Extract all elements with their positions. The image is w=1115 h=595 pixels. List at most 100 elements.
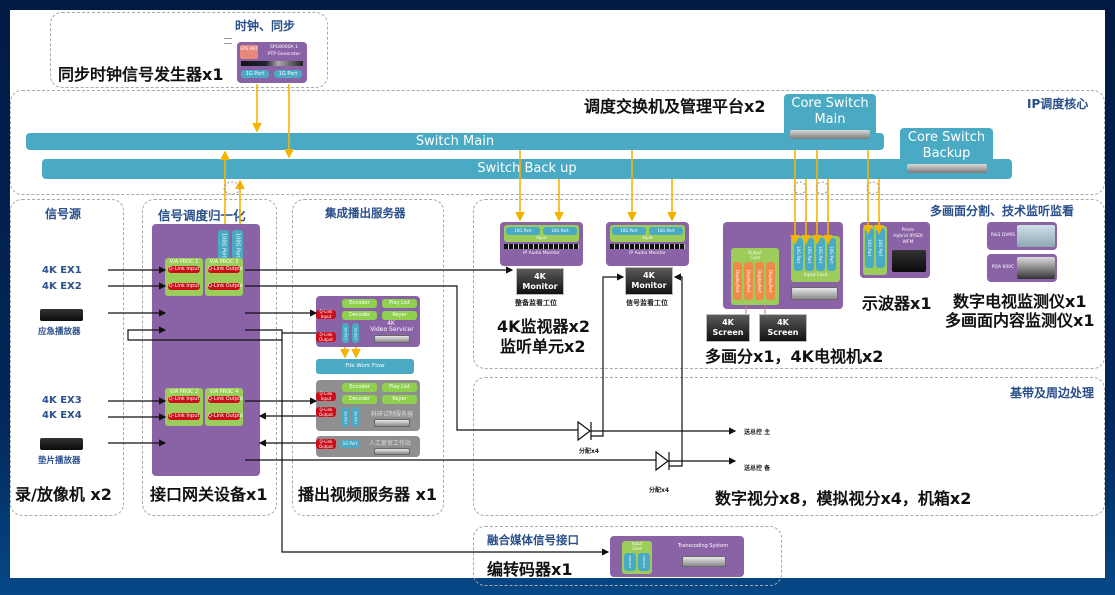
vs-port-1[interactable]: 1G Port bbox=[342, 323, 349, 343]
ip-core-section bbox=[10, 90, 1105, 195]
audio-monitor-2[interactable]: 10G Port 10G Port Input IP Audio Monitor bbox=[606, 222, 689, 266]
mv-displayport-3[interactable]: DisplayPort bbox=[755, 262, 764, 300]
rs-port-2[interactable]: 1G Port bbox=[352, 407, 359, 427]
scope-name-2: Hybrid IP/SDI bbox=[893, 234, 923, 239]
proc-name: V/A PROC 3 bbox=[209, 259, 239, 265]
gps-antenna-label: GPS ANT bbox=[240, 45, 258, 59]
tc-port-2[interactable]: 10G Port bbox=[638, 553, 650, 571]
mv-10g-port-4[interactable]: 10G Port bbox=[827, 238, 836, 271]
vs-qlink-output[interactable]: Q-Link Output bbox=[316, 332, 336, 342]
am2-input-label: Input bbox=[642, 235, 653, 240]
rs-decoder: Decoder bbox=[342, 395, 377, 404]
scope-port-2[interactable]: 10G Port bbox=[876, 228, 885, 268]
mv-10g-port-2[interactable]: 10G Port bbox=[805, 238, 814, 271]
qlink-input-port[interactable]: Q-Link Input bbox=[168, 413, 200, 420]
tc-input-label-1: Input bbox=[631, 541, 643, 546]
audio-monitor-1[interactable]: 10G Port 10G Port Input IP Audio Monitor bbox=[500, 222, 583, 266]
core-switch-backup[interactable]: Core Switch Backup bbox=[900, 128, 993, 179]
s1-line1: 4K bbox=[722, 318, 734, 327]
playout-title: 集成播出服务器 bbox=[325, 206, 406, 220]
am1-port-1[interactable]: 10G Port bbox=[506, 227, 540, 235]
rw-title: 人工复审工作站 bbox=[368, 440, 411, 447]
qlink-input-port[interactable]: Q-Link Input bbox=[168, 396, 200, 403]
monitor-2-caption: 信号监看工位 bbox=[626, 299, 668, 307]
core-backup-line1: Core Switch bbox=[907, 130, 986, 145]
analyzer-dvms[interactable]: R&S DVMS bbox=[987, 222, 1057, 250]
s2-line2: Screen bbox=[767, 328, 799, 337]
review-workstation[interactable]: Q-Link Output 1G Port 人工复审工作站 bbox=[316, 436, 420, 457]
mv-displayport-1[interactable]: DisplayPort bbox=[733, 262, 742, 300]
ip-core-title: IP调度核心 bbox=[1027, 97, 1089, 111]
rs-title: 科研试制服务器 bbox=[370, 411, 413, 418]
am2-panel bbox=[610, 244, 685, 249]
core-main-line2: Main bbox=[814, 112, 846, 127]
qlink-output-port[interactable]: Q-Link Output bbox=[208, 283, 244, 290]
research-server[interactable]: Encoder Play List Decoder Keyer Q-Link I… bbox=[316, 380, 420, 431]
proc-name: V/A PROC 1 bbox=[169, 259, 199, 265]
mv-10g-port-1[interactable]: 10G Port bbox=[794, 238, 803, 271]
qlink-output-port[interactable]: Q-Link Output bbox=[208, 396, 244, 403]
rs-keyer: Keyer bbox=[382, 395, 417, 404]
rs-qlink-output[interactable]: Q-Link Output bbox=[316, 407, 336, 417]
waveform-scope[interactable]: 10G Port 10G Port Prism Hybrid IP/SDI WF… bbox=[860, 222, 930, 278]
am2-port-1[interactable]: 10G Port bbox=[612, 227, 646, 235]
ptp-port-2[interactable]: 1G Port bbox=[274, 70, 302, 78]
vs-encoder: Encoder bbox=[342, 299, 377, 308]
signal-source-summary: 录/放像机 x2 bbox=[15, 485, 112, 504]
am1-port-2[interactable]: 10G Port bbox=[543, 227, 577, 235]
signal-source-section bbox=[10, 199, 124, 516]
rw-port[interactable]: 1G Port bbox=[340, 440, 360, 448]
signal-norm-title: 信号调度归一化 bbox=[158, 208, 246, 223]
mv-displayport-2[interactable]: DisplayPort bbox=[744, 262, 753, 300]
switch-backup-bar[interactable]: Switch Back up bbox=[42, 159, 1012, 179]
core-switch-main[interactable]: Core Switch Main bbox=[784, 94, 876, 150]
gateway-100g-port-2[interactable]: 100G Port bbox=[232, 230, 243, 260]
rw-qlink-output[interactable]: Q-Link Output bbox=[316, 439, 336, 449]
splitter-1-label: 分配x4 bbox=[579, 448, 600, 455]
am2-port-2[interactable]: 10G Port bbox=[649, 227, 683, 235]
multiviewer-summary: 多画分x1，4K电视机x2 bbox=[705, 347, 884, 366]
baseband-summary: 数字视分x8，模拟视分x4，机箱x2 bbox=[715, 489, 972, 508]
ptp-generator[interactable]: GPS ANT SPG8000A 1 PTP Generator 1G Port… bbox=[237, 42, 307, 83]
mv-10g-port-3[interactable]: 10G Port bbox=[816, 238, 825, 271]
vs-port-2[interactable]: 1G Port bbox=[352, 323, 359, 343]
monitor-1-caption: 整备监看工位 bbox=[515, 299, 557, 307]
qlink-input-port[interactable]: Q-Link Input bbox=[168, 266, 200, 273]
analyzer-pqa[interactable]: PQA 600C bbox=[987, 254, 1057, 282]
vs-keyer: Keyer bbox=[382, 311, 417, 320]
gateway-100g-port-1[interactable]: 100G Port bbox=[218, 230, 229, 260]
scope-name-3: WFM bbox=[902, 240, 914, 245]
dvms-device-icon bbox=[1017, 225, 1055, 247]
qlink-output-port[interactable]: Q-Link Output bbox=[208, 266, 244, 273]
switch-device-icon bbox=[907, 164, 987, 173]
video-servicer[interactable]: Encoder Play List Decoder Keyer Q-Link I… bbox=[316, 296, 420, 347]
rs-qlink-input[interactable]: Q-Link Input bbox=[316, 391, 336, 401]
m1-line1: 4K bbox=[534, 271, 546, 281]
rs-port-1[interactable]: 1G Port bbox=[342, 407, 349, 427]
tc-server-icon bbox=[682, 556, 726, 567]
monitor-4k-1[interactable]: 4K Monitor bbox=[516, 268, 564, 295]
scope-port-1[interactable]: 10G Port bbox=[865, 228, 874, 268]
qlink-output-port[interactable]: Q-Link Output bbox=[208, 413, 244, 420]
scope-screen-icon bbox=[892, 250, 926, 272]
rw-server-icon bbox=[374, 448, 410, 455]
s1-line2: Screen bbox=[712, 328, 744, 337]
mv-displayport-4[interactable]: DisplayPort bbox=[766, 262, 775, 300]
screen-4k-2[interactable]: 4K Screen bbox=[759, 314, 807, 342]
scope-summary: 示波器x1 bbox=[862, 294, 932, 313]
file-work-flow[interactable]: File Work Flow bbox=[316, 359, 414, 374]
qlink-input-port[interactable]: Q-Link Input bbox=[168, 283, 200, 290]
ptp-port-1[interactable]: 1G Port bbox=[241, 70, 269, 78]
screen-4k-1[interactable]: 4K Screen bbox=[706, 314, 750, 342]
transcoder[interactable]: Input Card 10G Port 10G Port Transcoding… bbox=[610, 536, 744, 577]
switch-main-bar[interactable]: Switch Main bbox=[26, 133, 884, 150]
monitor-4k-2[interactable]: 4K Monitor bbox=[625, 267, 673, 295]
multiviewer[interactable]: Output Card DisplayPort DisplayPort Disp… bbox=[723, 222, 843, 309]
vs-qlink-input[interactable]: Q-Link Input bbox=[316, 309, 336, 319]
ip-core-summary: 调度交换机及管理平台x2 bbox=[584, 97, 766, 116]
tc-port-1[interactable]: 10G Port bbox=[624, 553, 636, 571]
